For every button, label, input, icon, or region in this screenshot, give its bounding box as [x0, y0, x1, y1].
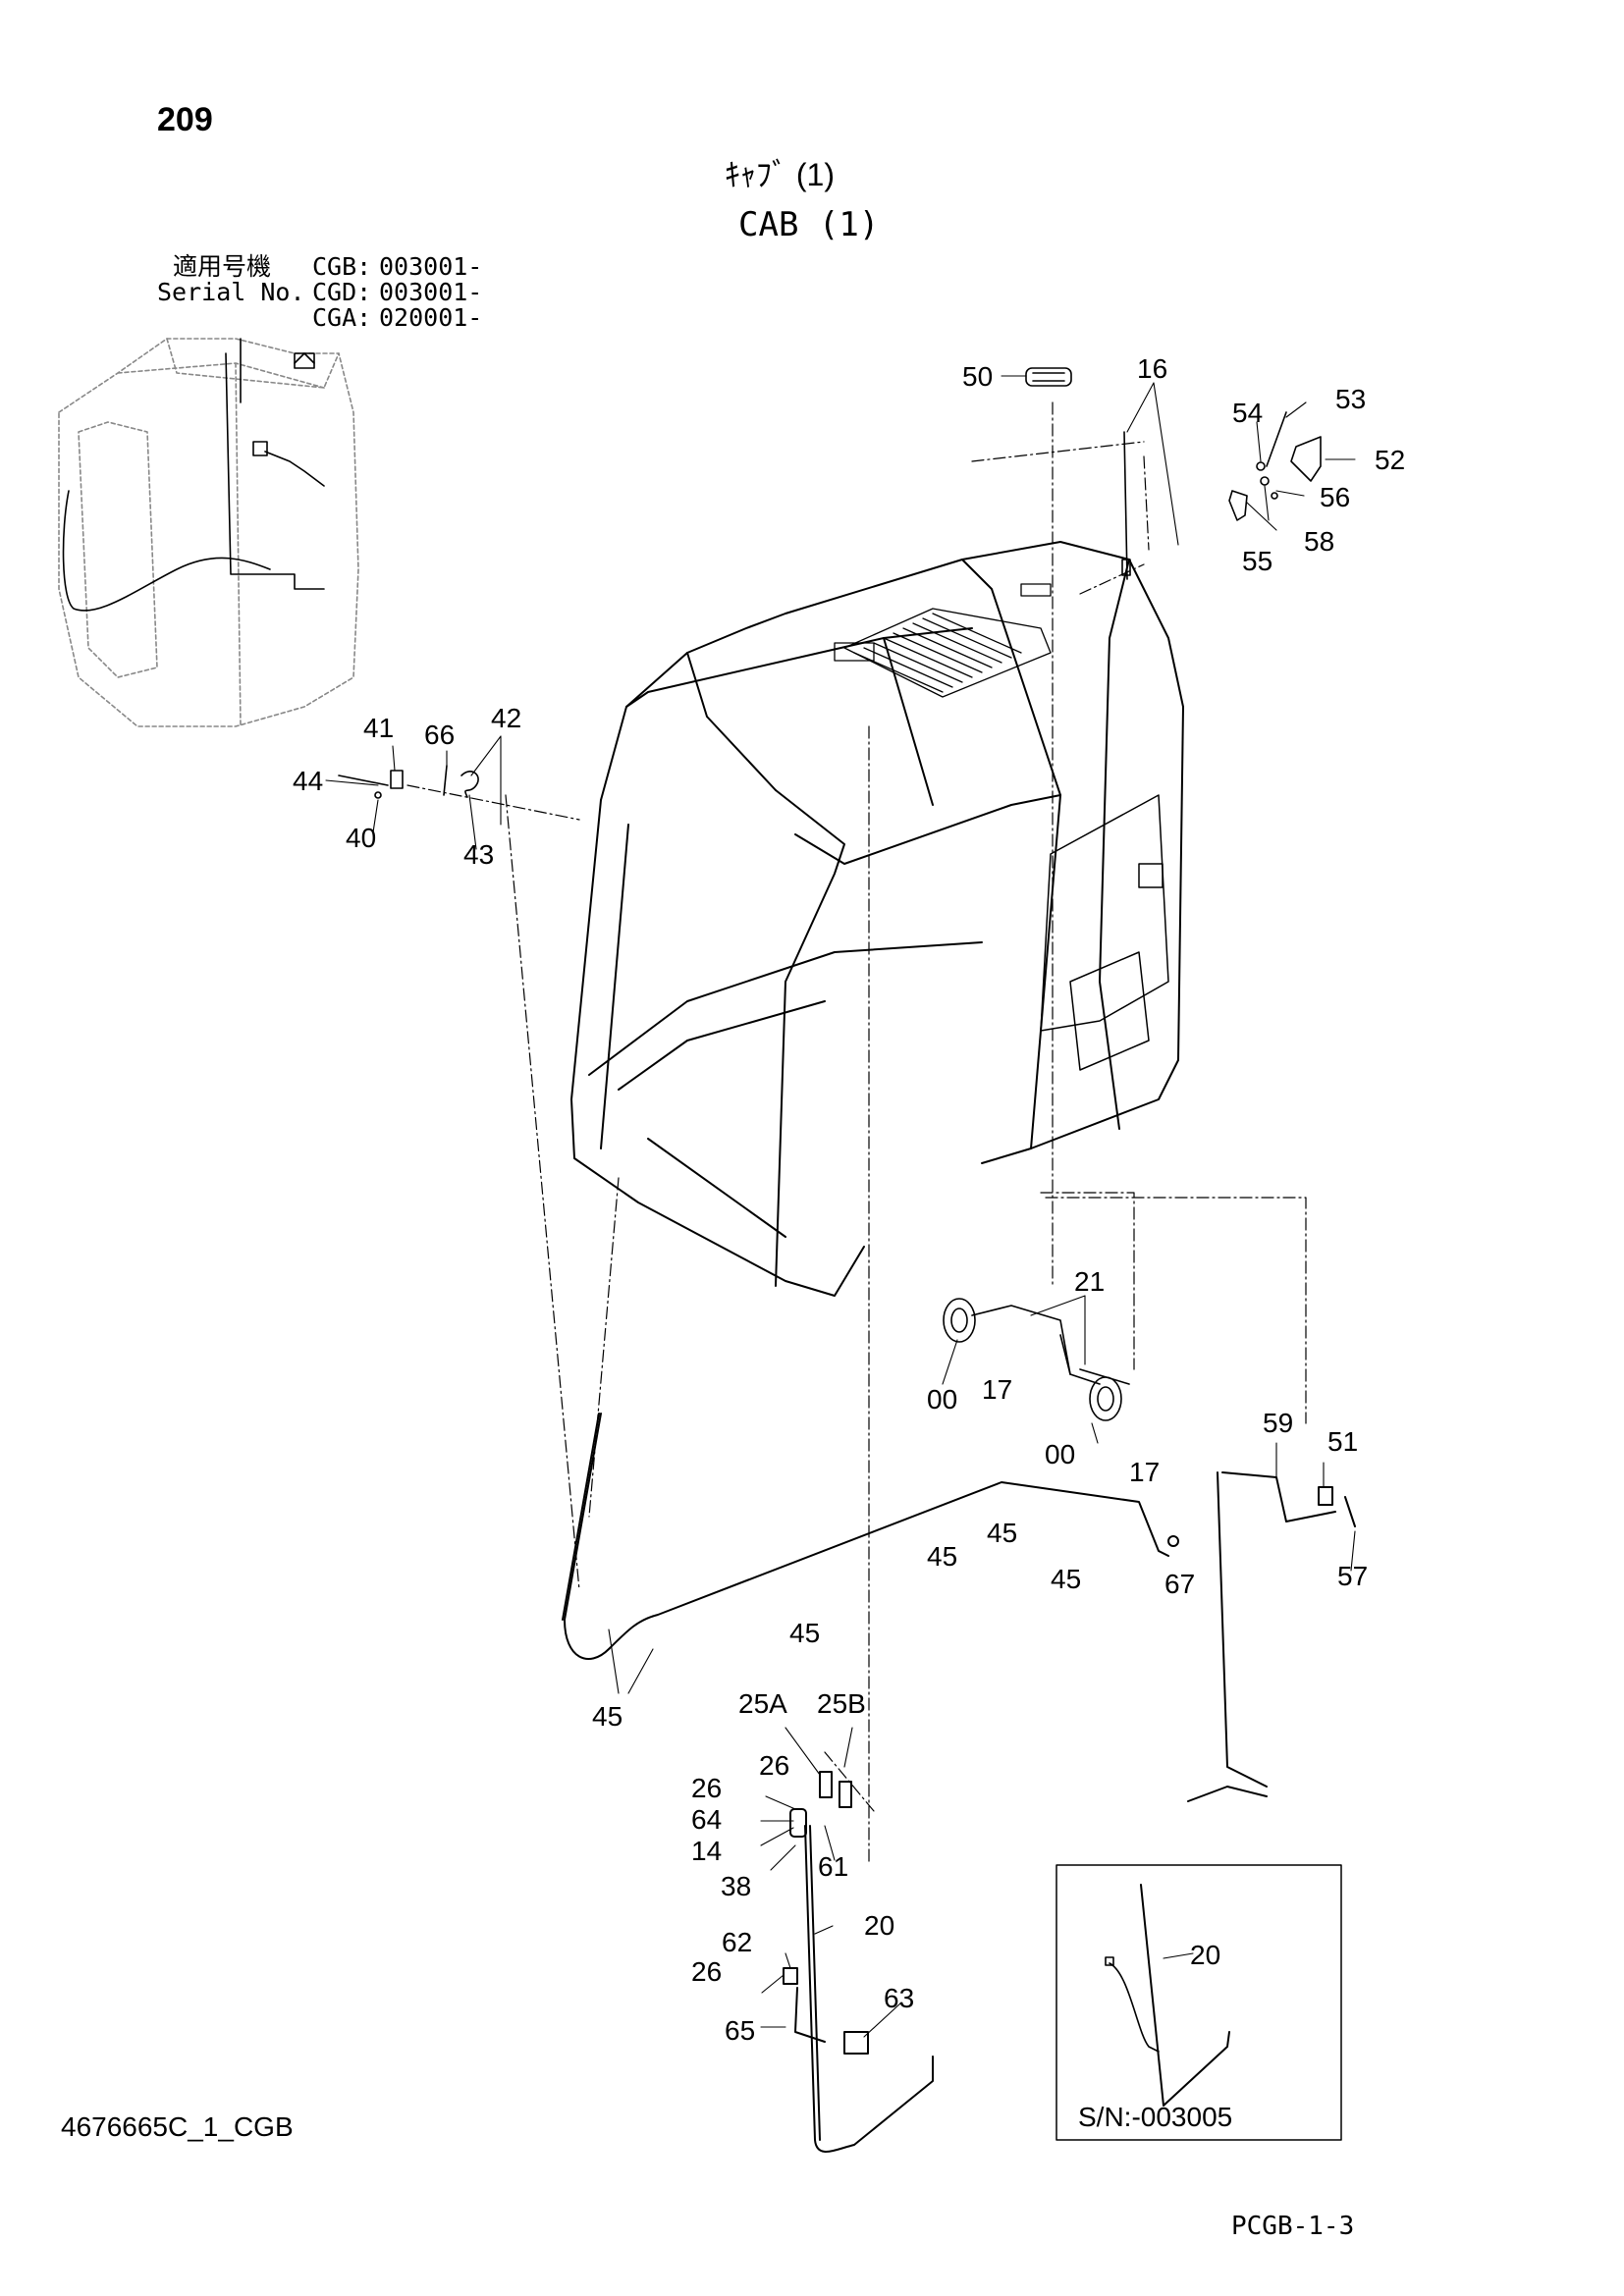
- callout-21: 21: [1074, 1266, 1106, 1297]
- serial-range-cga: 020001-: [379, 303, 483, 332]
- callout-56: 56: [1320, 482, 1351, 512]
- serial-label-en: Serial No.: [157, 278, 305, 306]
- title-english: CAB (1): [738, 205, 880, 244]
- callout-16: 16: [1137, 353, 1168, 384]
- leader-lines: [406, 401, 1307, 1866]
- callout-62: 62: [722, 1927, 753, 1957]
- callout-52: 52: [1375, 445, 1406, 475]
- inset-serial-note: S/N:-003005: [1078, 2102, 1233, 2132]
- serial-code-cgb: CGB:: [312, 252, 372, 281]
- title-japanese: ｷｬﾌﾞ (1): [725, 157, 836, 192]
- serial-label-jp: 適用号機: [173, 252, 272, 281]
- callout-45-e: 45: [592, 1701, 623, 1732]
- part-50-lamp: [1025, 367, 1072, 387]
- callout-51: 51: [1327, 1426, 1359, 1457]
- callout-20-inset: 20: [1190, 1940, 1221, 1970]
- serial-range-cgd: 003001-: [379, 278, 483, 306]
- overview-cab: [58, 338, 359, 727]
- callout-54: 54: [1232, 398, 1264, 428]
- callout-53: 53: [1335, 384, 1367, 414]
- roof-panel: [834, 583, 1052, 698]
- callout-66: 66: [424, 720, 456, 750]
- rear-window: [1040, 794, 1169, 1071]
- callout-59: 59: [1263, 1408, 1294, 1438]
- main-cab-frame: [570, 541, 1184, 1297]
- callout-17-a: 17: [982, 1374, 1013, 1405]
- callout-26-b: 26: [691, 1773, 723, 1803]
- callout-41: 41: [363, 713, 395, 743]
- callout-14: 14: [691, 1836, 723, 1866]
- callout-45-c: 45: [1051, 1564, 1082, 1594]
- callout-65: 65: [725, 2015, 756, 2046]
- antenna-16: [1121, 431, 1131, 580]
- parts-40-44: [338, 765, 479, 799]
- callout-67: 67: [1164, 1569, 1196, 1599]
- callout-44: 44: [293, 766, 324, 796]
- callout-57: 57: [1337, 1561, 1369, 1591]
- harness-45: [562, 1413, 1179, 1660]
- callout-45-a: 45: [987, 1518, 1018, 1548]
- overview-harness: [62, 338, 325, 612]
- callout-55: 55: [1242, 546, 1273, 576]
- callout-38: 38: [721, 1871, 752, 1901]
- callout-45-d: 45: [789, 1618, 821, 1648]
- speakers-17: [943, 1298, 1130, 1421]
- callout-58: 58: [1304, 526, 1335, 557]
- callout-64: 64: [691, 1804, 723, 1835]
- callout-43: 43: [463, 839, 495, 870]
- callout-00-a: 00: [927, 1384, 958, 1415]
- page-number: 209: [157, 101, 213, 138]
- inset-box: [1056, 1864, 1342, 2141]
- callout-25b: 25B: [817, 1688, 866, 1719]
- parts-52-58: [1228, 411, 1322, 521]
- callout-42: 42: [491, 703, 522, 733]
- callout-40: 40: [346, 823, 377, 853]
- callout-00-b: 00: [1045, 1439, 1076, 1469]
- callout-leaders: [325, 375, 1356, 2038]
- callout-61: 61: [818, 1851, 849, 1882]
- callout-25a: 25A: [738, 1688, 787, 1719]
- callout-63: 63: [884, 1983, 915, 2013]
- callout-26-a: 26: [759, 1750, 790, 1781]
- callout-17-b: 17: [1129, 1457, 1161, 1487]
- callout-26-c: 26: [691, 1956, 723, 1987]
- callout-45-b: 45: [927, 1541, 958, 1572]
- serial-code-cga: CGA:: [312, 303, 372, 332]
- callout-20: 20: [864, 1910, 895, 1941]
- serial-range-cgb: 003001-: [379, 252, 483, 281]
- serial-code-cgd: CGD:: [312, 278, 372, 306]
- harness-20: [783, 1771, 934, 2153]
- harness-right: [1187, 1471, 1356, 1802]
- document-id: 4676665C_1_CGB: [61, 2111, 294, 2142]
- callout-50: 50: [962, 361, 994, 392]
- page-code: PCGB-1-3: [1231, 2212, 1355, 2241]
